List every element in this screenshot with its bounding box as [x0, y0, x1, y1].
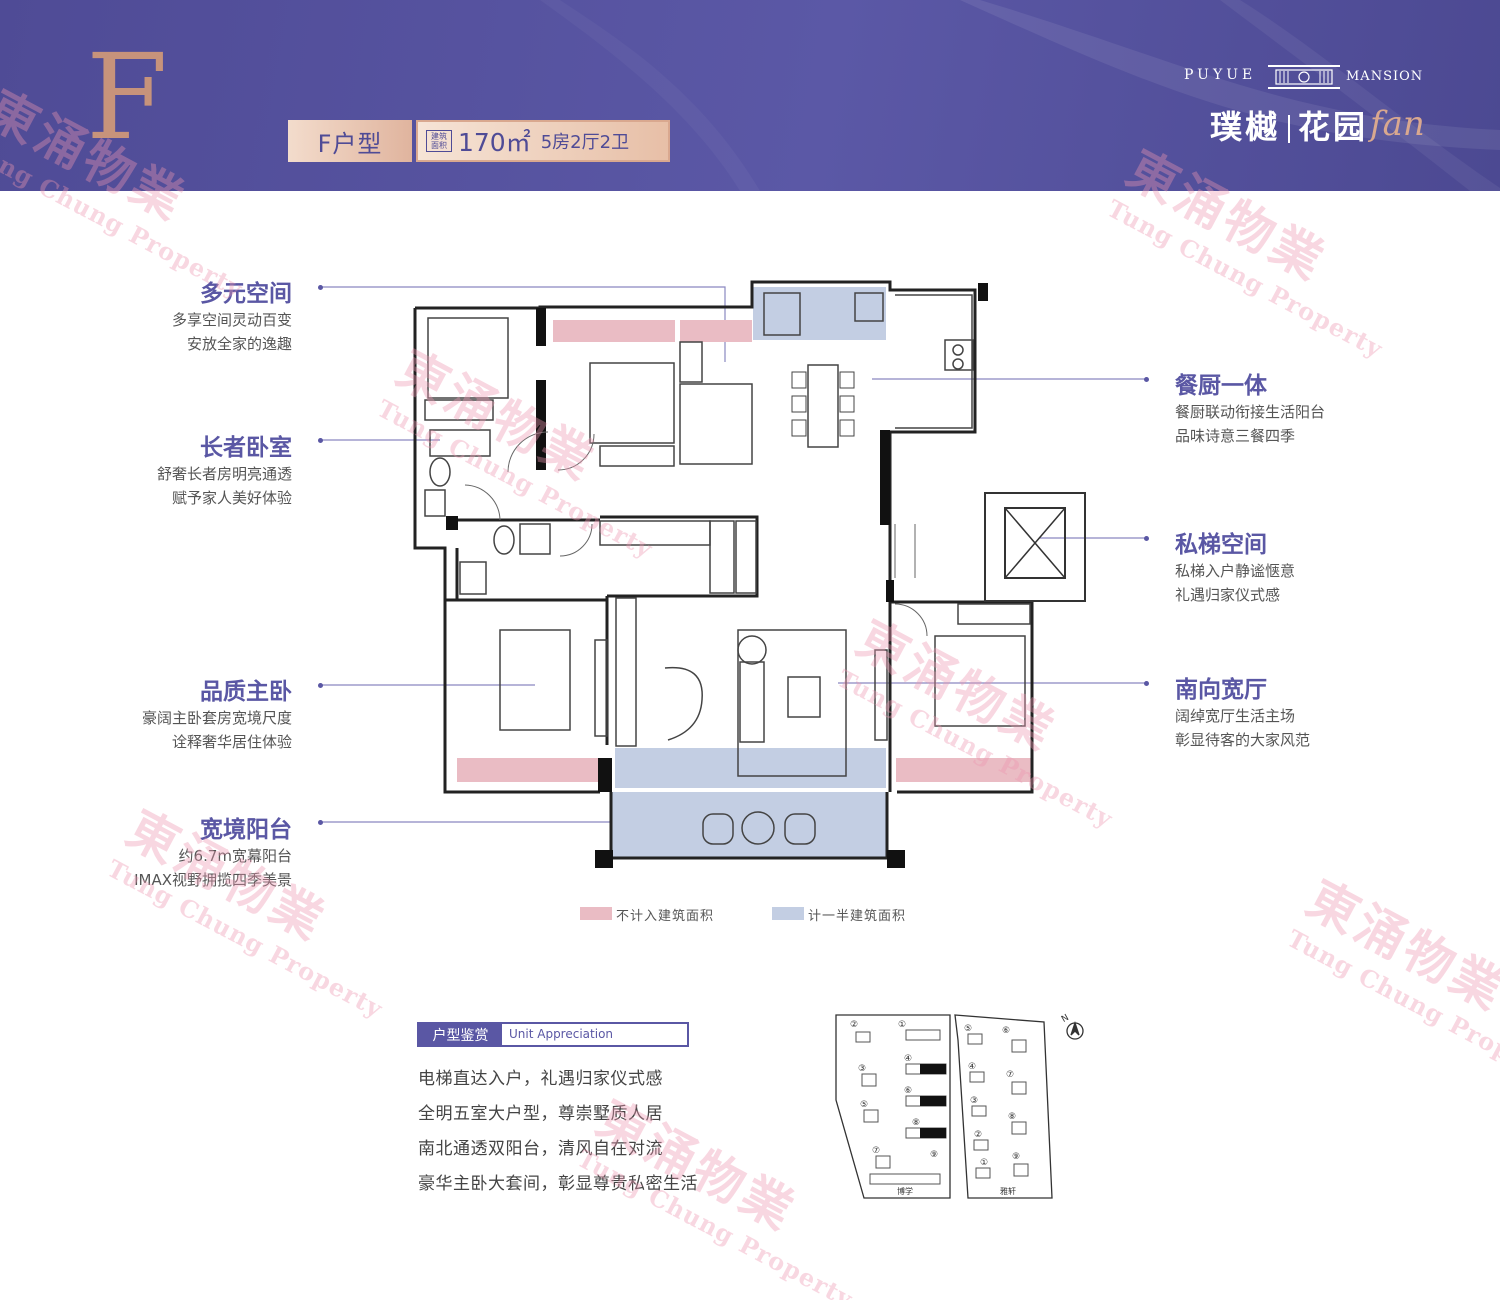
beds — [427, 317, 1026, 731]
bathroom-fixtures — [424, 429, 551, 595]
feature-elder-bedroom: 长者卧室 舒奢长者房明亮通透 赋予家人美好体验 — [156, 435, 292, 507]
siteplan-building-label: ④ — [968, 1062, 977, 1072]
leader-dot — [318, 820, 323, 825]
leader-dot — [1144, 681, 1149, 686]
brand-cn-b: 花园 — [1298, 108, 1369, 146]
brand-cn-a: 璞樾 — [1210, 108, 1281, 146]
siteplan-zone-left: 博学 — [897, 1187, 913, 1196]
siteplan-building-label: ② — [974, 1130, 983, 1140]
siteplan-building-label: ⑦ — [1006, 1070, 1015, 1080]
legend-pink-swatch — [580, 907, 612, 920]
living-room-furniture — [594, 629, 888, 777]
area-value: 170㎡ — [458, 128, 531, 157]
feature-kitchen-dining: 餐厨一体 餐厨联动衔接生活阳台 品味诗意三餐四季 — [1175, 373, 1326, 445]
leader-dot — [318, 683, 323, 688]
brand-cn-name: 璞樾花园 — [1210, 102, 1368, 148]
brand-emblem-icon — [1268, 65, 1340, 89]
appreciation-tag: 户型鉴赏 — [419, 1024, 502, 1045]
brand-script: fan — [1370, 104, 1425, 144]
feature-master-bedroom: 品质主卧 豪阔主卧套房宽境尺度 诠释奢华居住体验 — [141, 679, 292, 751]
leader-dot — [318, 438, 323, 443]
siteplan-building-label: ③ — [858, 1064, 867, 1074]
wardrobes — [424, 341, 1031, 747]
appreciation-line: 南北通透双阳台，清风自在对流 — [418, 1139, 663, 1159]
unit-type-label: F户型 — [288, 120, 412, 162]
leader-dot — [318, 285, 323, 290]
siteplan-building-label: ① — [980, 1158, 989, 1168]
kitchen-counter — [763, 292, 974, 429]
doors — [464, 431, 928, 637]
leader-dot — [1144, 377, 1149, 382]
siteplan-building-label: ⑤ — [964, 1024, 973, 1034]
siteplan-building-label: ⑨ — [1012, 1152, 1021, 1162]
legend-blue-swatch — [772, 907, 804, 920]
appreciation-en: Unit Appreciation — [509, 1027, 614, 1041]
leader-dot — [1144, 536, 1149, 541]
header-decoration — [540, 0, 1500, 191]
room-count: 5房2厅2卫 — [540, 132, 630, 153]
private-elevator — [984, 492, 1086, 602]
legend-blue: 计一半建筑面积 — [808, 906, 907, 924]
wall-posts — [446, 283, 988, 868]
unit-info-bar: F户型 建筑面积 170㎡ 5房2厅2卫 — [288, 120, 670, 162]
appreciation-line: 全明五室大户型，尊崇墅质人居 — [418, 1104, 663, 1124]
brand-en-left: PUYUE — [1184, 67, 1257, 83]
unit-area-box: 建筑面积 170㎡ 5房2厅2卫 — [416, 120, 670, 162]
area-fills — [457, 287, 1032, 858]
feature-living-room: 南向宽厅 阔绰宽厅生活主场 彰显待客的大家风范 — [1175, 677, 1311, 749]
siteplan-building-label: ⑥ — [1002, 1026, 1011, 1036]
siteplan-zone-right: 雅轩 — [1000, 1187, 1016, 1196]
dining-table — [791, 364, 855, 448]
siteplan-building-label: ③ — [970, 1096, 979, 1106]
legend-pink-label: 不计入建筑面积 — [616, 908, 715, 924]
legend-blue-label: 计一半建筑面积 — [808, 908, 907, 924]
siteplan-building-label: ⑧ — [912, 1118, 921, 1128]
feature-private-elevator: 私梯空间 私梯入户静谧惬意 礼遇归家仪式感 — [1175, 532, 1296, 604]
brand-en-right: MANSION — [1346, 69, 1424, 84]
appreciation-line: 豪华主卧大套间，彰显尊贵私密生活 — [418, 1174, 698, 1194]
balcony-furniture — [702, 811, 816, 845]
area-tag: 建筑面积 — [426, 130, 452, 152]
siteplan-building-label: ④ — [904, 1054, 913, 1064]
siteplan-building-label: ⑨ — [930, 1150, 939, 1160]
siteplan-building-label: ⑦ — [872, 1146, 881, 1156]
unit-letter: F — [86, 28, 168, 166]
header-banner: F F户型 建筑面积 170㎡ 5房2厅2卫 PUYUE MANSION 璞樾花… — [0, 0, 1500, 191]
appreciation-header: 户型鉴赏 Unit Appreciation — [417, 1022, 689, 1047]
brand-logo-block: PUYUE MANSION 璞樾花园 fan — [1180, 62, 1430, 152]
siteplan-building-label: ⑧ — [1008, 1112, 1017, 1122]
siteplan-building-label: ⑥ — [904, 1086, 913, 1096]
appreciation-line: 电梯直达入户，礼遇归家仪式感 — [418, 1069, 663, 1089]
siteplan-building-label: ① — [898, 1020, 907, 1030]
site-plan — [835, 1014, 1084, 1199]
feature-balcony: 宽境阳台 约6.7m宽幕阳台 IMAX视野拥揽四季美景 — [134, 817, 292, 889]
feature-multi-space: 多元空间 多享空间灵动百变 安放全家的逸趣 — [171, 281, 292, 353]
siteplan-building-label: ② — [850, 1020, 859, 1030]
legend-pink: 不计入建筑面积 — [616, 906, 715, 924]
siteplan-building-label: ⑤ — [860, 1100, 869, 1110]
